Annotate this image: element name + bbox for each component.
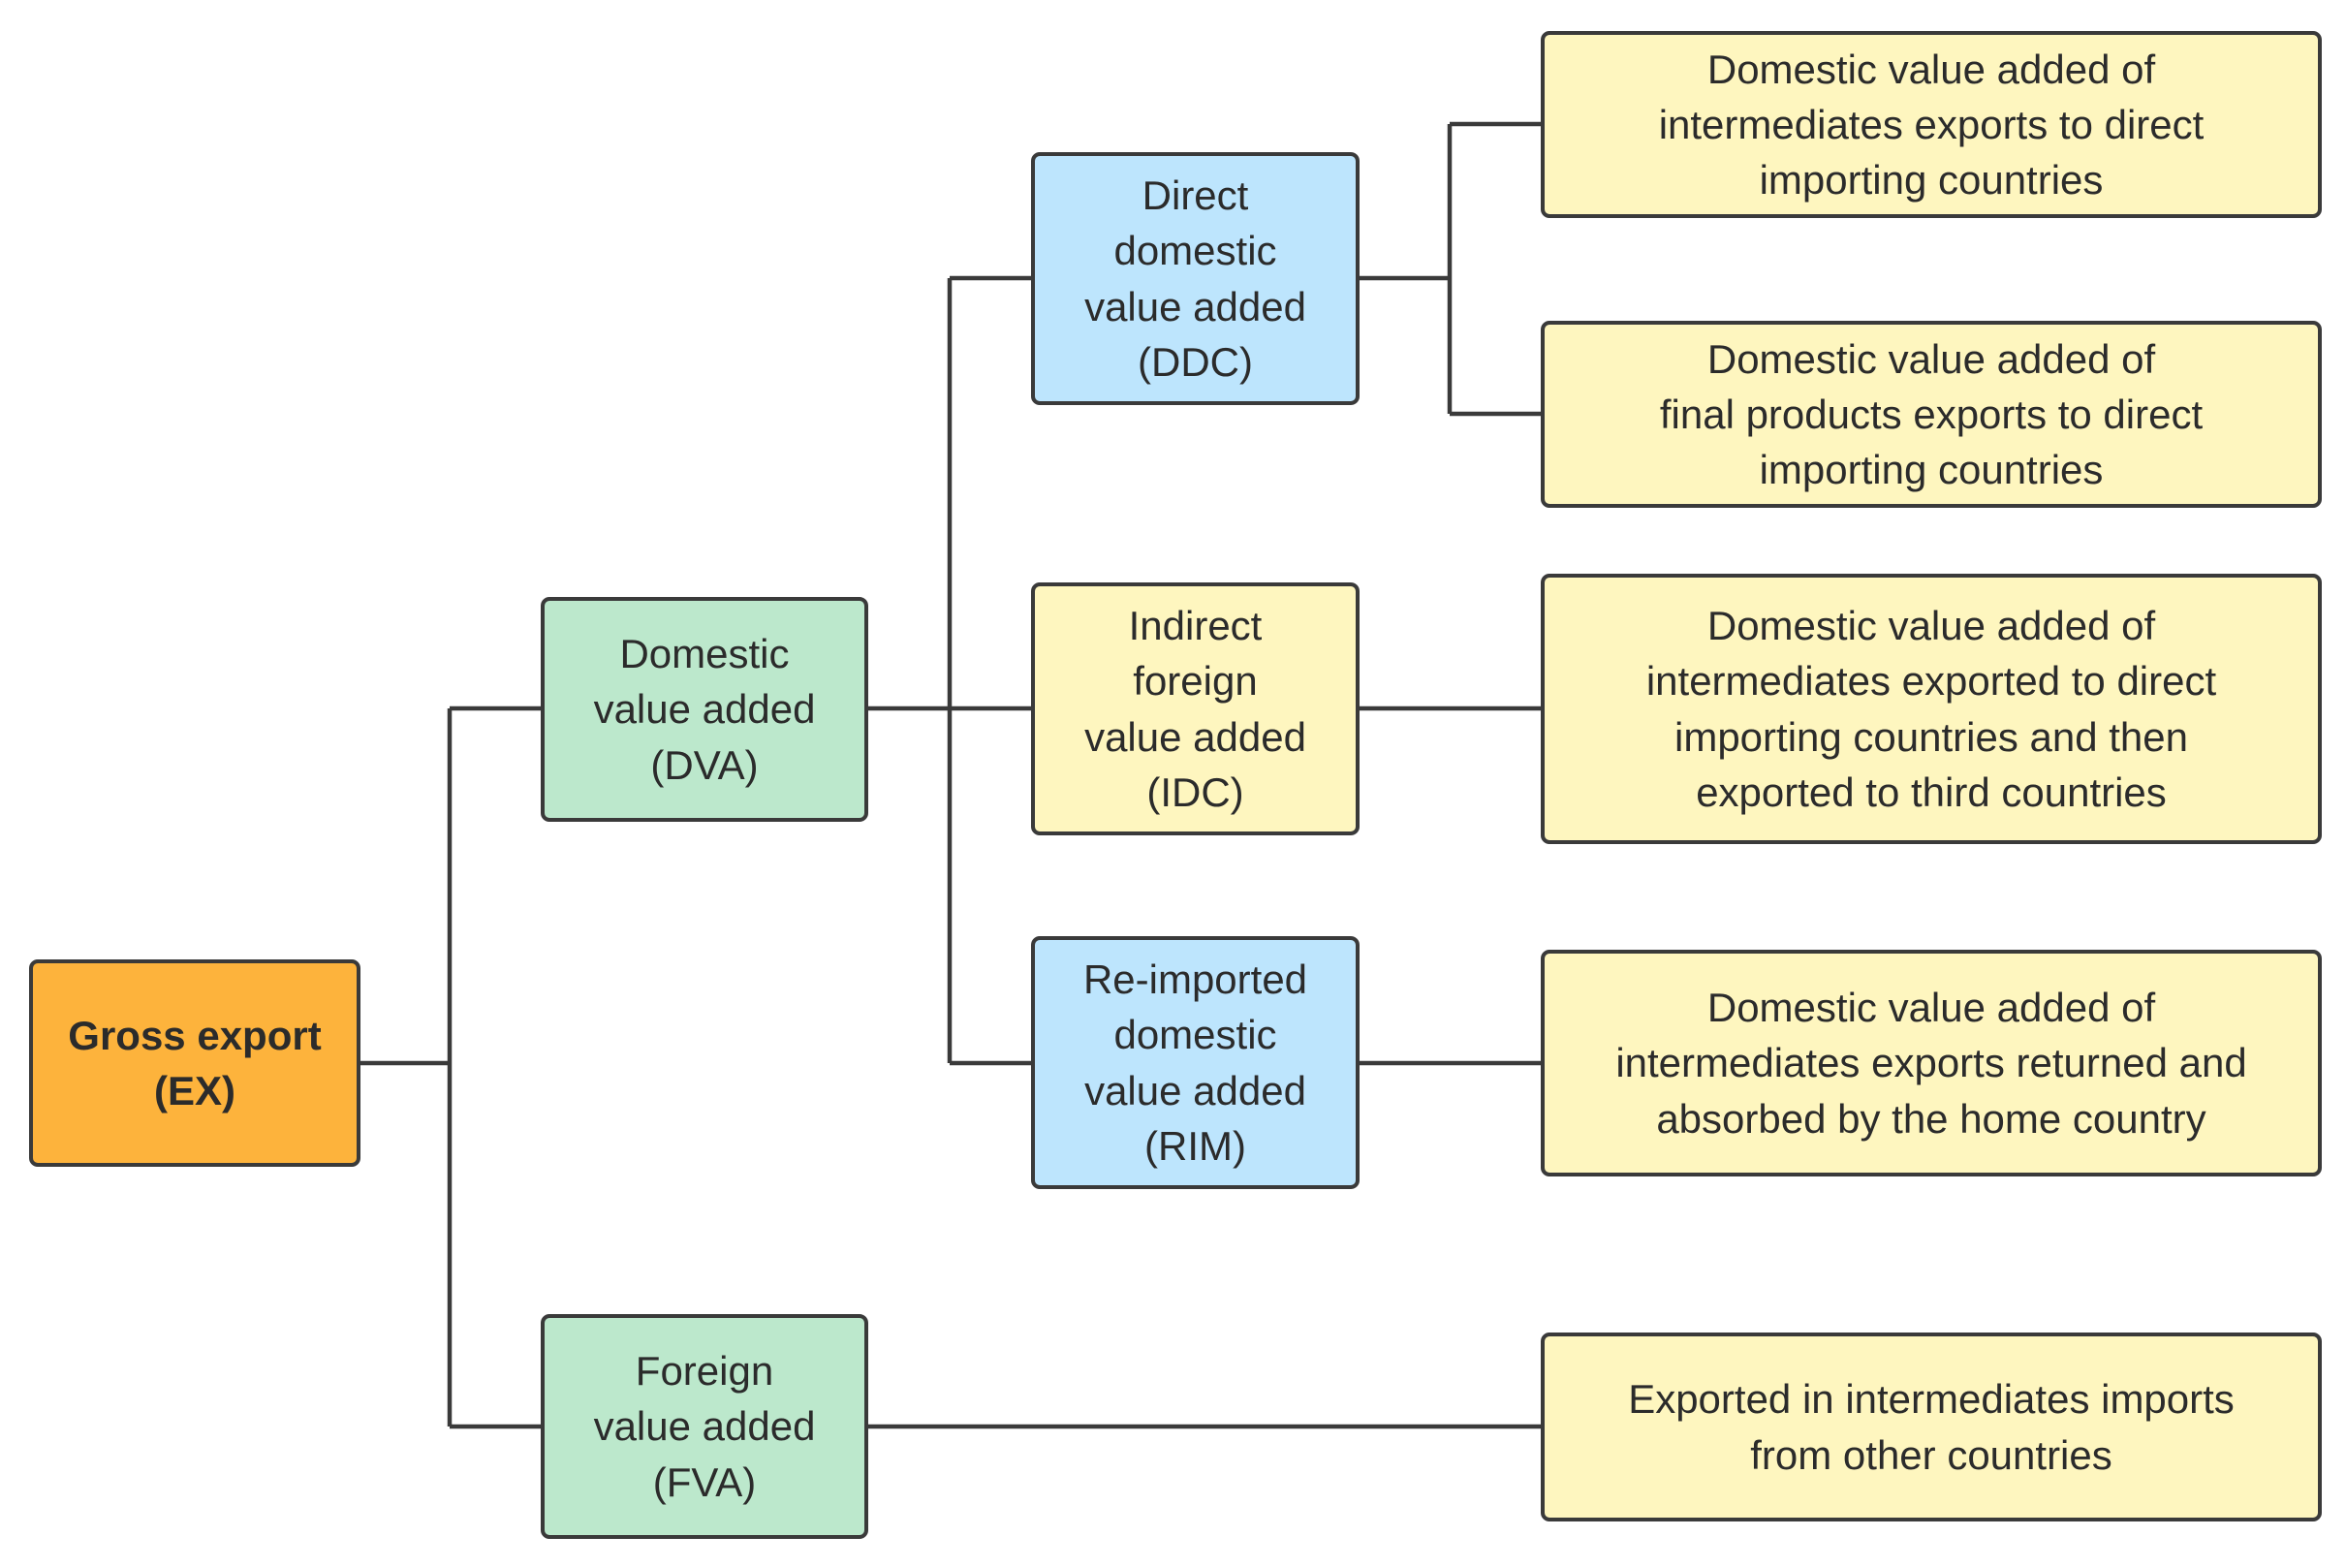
ddc-intermediates-node: Domestic value added of intermediates ex…: [1541, 31, 2322, 218]
ddc-intermediates-label: Domestic value added of intermediates ex…: [1658, 46, 2205, 204]
fva-description-label: Exported in intermediates imports from o…: [1628, 1376, 2235, 1478]
gross-export-node: Gross export (EX): [29, 959, 360, 1167]
ddc-label: Direct domestic value added (DDC): [1084, 172, 1306, 385]
idc-node: Indirect foreign value added (IDC): [1031, 582, 1360, 835]
ddc-final-node: Domestic value added of final products e…: [1541, 321, 2322, 508]
rim-description-node: Domestic value added of intermediates ex…: [1541, 950, 2322, 1176]
fva-node: Foreign value added (FVA): [541, 1314, 868, 1539]
dva-node: Domestic value added (DVA): [541, 597, 868, 822]
idc-label: Indirect foreign value added (IDC): [1084, 603, 1306, 815]
fva-label: Foreign value added (FVA): [593, 1348, 816, 1505]
idc-description-node: Domestic value added of intermediates ex…: [1541, 574, 2322, 844]
idc-description-label: Domestic value added of intermediates ex…: [1645, 603, 2217, 815]
dva-label: Domestic value added (DVA): [593, 631, 816, 788]
ddc-node: Direct domestic value added (DDC): [1031, 152, 1360, 405]
rim-label: Re-imported domestic value added (RIM): [1082, 956, 1308, 1169]
rim-node: Re-imported domestic value added (RIM): [1031, 936, 1360, 1189]
rim-description-label: Domestic value added of intermediates ex…: [1615, 985, 2247, 1142]
ddc-final-label: Domestic value added of final products e…: [1659, 335, 2204, 493]
gross-export-label: Gross export (EX): [68, 1012, 322, 1113]
fva-description-node: Exported in intermediates imports from o…: [1541, 1333, 2322, 1521]
